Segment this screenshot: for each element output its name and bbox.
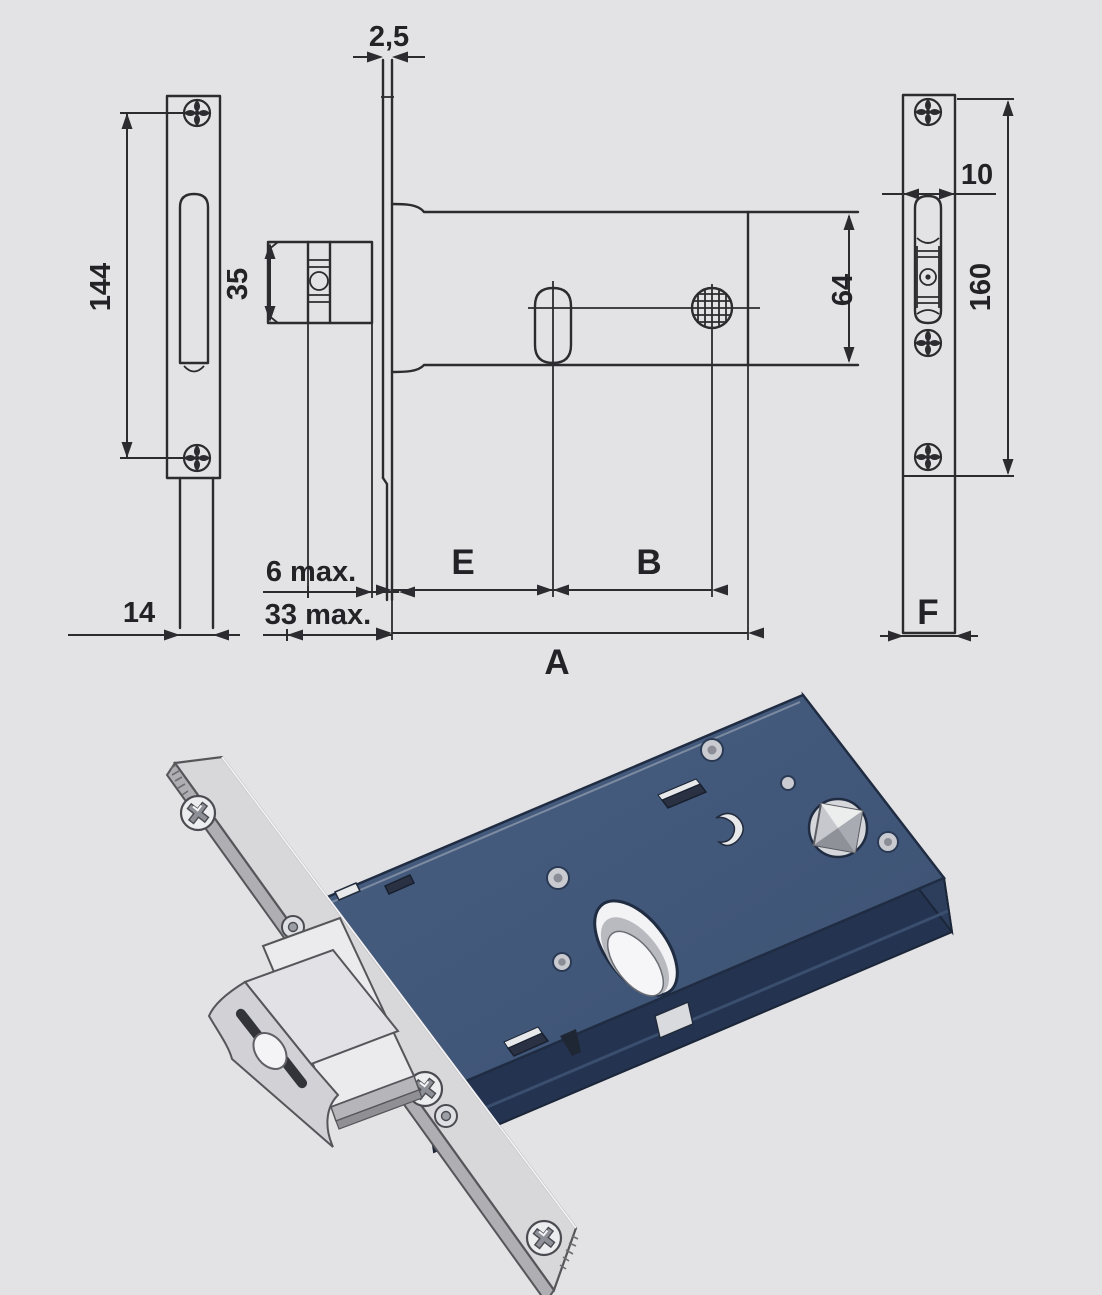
left-faceplate-outline xyxy=(165,94,222,480)
dim-follower-box: 35 xyxy=(222,243,276,322)
rivet-center xyxy=(558,958,566,966)
right-latch-slot xyxy=(913,194,943,325)
dim-plate-thickness: 2,5 xyxy=(353,21,425,63)
dim-faceplate-width-label: F xyxy=(917,593,938,632)
side-notch xyxy=(654,1000,694,1040)
dim-follower-box-label: 35 xyxy=(222,268,254,300)
dim-total-a-label: A xyxy=(544,643,569,682)
dim-b: B xyxy=(537,543,728,596)
latch-bolt-3d xyxy=(207,916,423,1148)
serrated-edge xyxy=(169,764,189,796)
rivet-icon xyxy=(780,775,796,791)
front-section-view: 2,5 35 xyxy=(222,21,860,682)
dim-screw-distance-label: 144 xyxy=(85,263,117,311)
rivet-center xyxy=(553,873,563,883)
lock-case-outline xyxy=(390,202,860,374)
dim-total-a: A xyxy=(376,627,764,682)
screw-hole-icon xyxy=(913,442,943,472)
left-faceplate-view: 144 14 xyxy=(68,94,240,641)
faceplate-screw-icon xyxy=(525,1219,563,1257)
dim-latch-projection: 6 max. xyxy=(263,556,415,598)
dim-latch-total-label: 33 max. xyxy=(265,599,371,631)
spindle-hole-3d xyxy=(807,797,869,859)
dim-case-height: 64 xyxy=(827,214,859,363)
dim-edge-margin-label: 10 xyxy=(961,159,993,191)
follower-hole xyxy=(690,284,734,334)
dim-backset-e: E xyxy=(376,543,569,596)
faceplate-edge-view xyxy=(381,58,394,602)
rivet-center xyxy=(884,838,892,846)
dim-faceplate-width: F xyxy=(880,593,978,642)
dim-faceplate-length: 160 xyxy=(904,98,1014,477)
right-faceplate-outline xyxy=(901,93,957,635)
dim-latch-projection-label: 6 max. xyxy=(266,556,356,588)
screw-hole-icon xyxy=(913,97,943,127)
dim-screw-distance: 144 xyxy=(85,112,193,459)
dim-case-height-label: 64 xyxy=(827,274,859,306)
bent-tab-icon xyxy=(503,1026,550,1057)
cylinder-hole xyxy=(533,281,573,370)
extension-lines xyxy=(307,323,749,640)
dim-b-label: B xyxy=(636,543,661,582)
lock-3d-illustration xyxy=(165,691,954,1295)
dim-faceplate-length-label: 160 xyxy=(965,263,997,311)
rivet-center xyxy=(707,745,717,755)
dim-case-depth: 14 xyxy=(68,597,240,641)
serrated-edge xyxy=(559,1235,579,1270)
lock-body-3d xyxy=(283,691,954,1154)
slot-tab-icon xyxy=(333,882,362,901)
faceplate-hole-icon xyxy=(434,1104,458,1128)
dim-plate-thickness-label: 2,5 xyxy=(369,21,409,53)
screw-hole-icon xyxy=(913,328,943,358)
slot-tab-icon xyxy=(383,874,416,895)
dim-case-depth-label: 14 xyxy=(123,597,155,629)
faceplate-screw-icon xyxy=(179,794,217,832)
dim-backset-e-label: E xyxy=(451,543,474,582)
cylinder-hole-3d xyxy=(593,899,679,997)
right-faceplate-view: 10 160 F xyxy=(880,93,1014,642)
bent-tab-icon xyxy=(657,778,708,809)
hook-cutout-icon xyxy=(715,812,744,847)
dim-latch-total: 33 max. xyxy=(263,599,392,641)
left-latch-slot xyxy=(178,192,210,373)
bent-tab-icon xyxy=(560,1029,581,1056)
dim-edge-margin: 10 xyxy=(882,159,996,200)
latch-cross-section xyxy=(266,240,374,325)
